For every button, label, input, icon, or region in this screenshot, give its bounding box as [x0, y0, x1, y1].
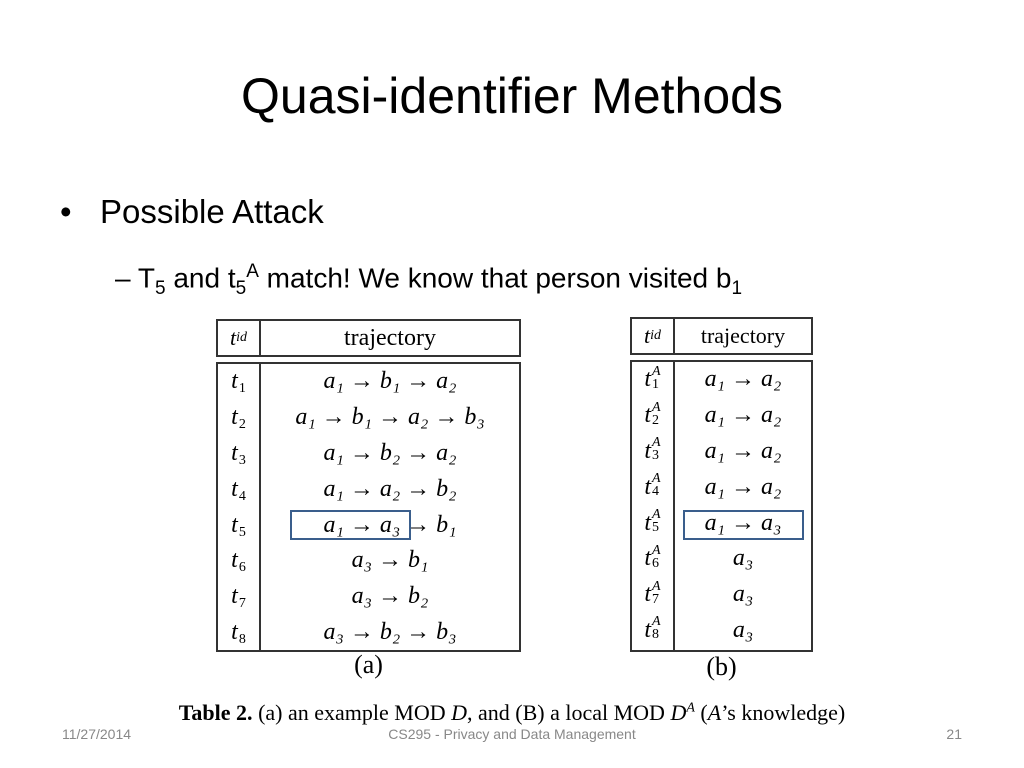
table-a-row-trajectory: a₃ → b₁	[351, 547, 429, 574]
table-caption-text3: (	[700, 700, 708, 725]
bullet-possible-attack: • Possible Attack	[60, 190, 324, 234]
bullet-dot: •	[60, 193, 72, 230]
footer-page-number: 21	[946, 726, 962, 742]
table-a-label: (a)	[354, 650, 383, 679]
and-word: and	[173, 262, 221, 294]
footer-course: CS295 - Privacy and Data Management	[388, 726, 636, 742]
table-b-row-trajectory: a₁ → a₃	[704, 509, 782, 536]
table-b-highlight	[683, 510, 804, 540]
t-lower-sup: A	[246, 261, 259, 282]
table-b-row-trajectory: a₃	[732, 545, 754, 572]
table-a-trajectory-column: a₁ → b₁ → a₂ a₁ → b₁ → a₂ → b₃ a₁ → b₂ → a…	[261, 364, 519, 650]
table-caption-text4: ’s knowledge)	[721, 700, 846, 725]
table-a-row-trajectory: a₃ → b₂ → b₃	[323, 618, 457, 645]
table-a-row-trajectory: a₃ → b₂	[351, 583, 429, 610]
table-caption-d1: D	[451, 700, 467, 725]
table-b-row-trajectory: a₁ → a₂	[704, 366, 782, 393]
t-upper-sub: 5	[154, 277, 166, 299]
sub-bullet-match: – T5 and t5A match! We know that person …	[115, 252, 742, 309]
table-caption-bold: Table 2.	[178, 700, 253, 725]
table-a-row-trajectory: a₁ → b₁ → a₂ → b₃	[295, 404, 485, 431]
table-a-highlight	[290, 510, 411, 540]
table-a-header-trajectory: trajectory	[344, 324, 436, 351]
table-b-row-trajectory: a₁ → a₂	[704, 402, 782, 429]
table-caption-a: A	[707, 700, 722, 725]
table-b-row-trajectory: a₃	[732, 616, 754, 643]
table-a-row-trajectory: a₁ → b₁ → a₂	[323, 368, 457, 395]
table-caption-text1: (a) an example MOD	[258, 700, 446, 725]
table-a-row-trajectory: a₁ → a₃ → b₁	[323, 511, 457, 538]
footer-date: 11/27/2014	[62, 726, 132, 742]
t-lower: t	[227, 262, 236, 294]
table-caption-text2: , and (B) a local MOD	[467, 700, 665, 725]
table-caption-d2: D	[670, 700, 687, 725]
table-b-trajectory-column: a₁ → a₂ a₁ → a₂ a₁ → a₂ a₁ → a₂ a₁ → a₃ a₃ a₃ a…	[675, 362, 811, 650]
table-caption: Table 2. (a) an example MOD D, and (B) a…	[0, 700, 1024, 726]
bullet-text: Possible Attack	[100, 193, 324, 230]
table-b-row-trajectory: a₁ → a₂	[704, 437, 782, 464]
table-a-row-trajectory: a₁ → b₂ → a₂	[323, 439, 457, 466]
table-a-row-trajectory: a₁ → a₂ → b₂	[323, 475, 457, 502]
table-b-header-trajectory: trajectory	[700, 323, 786, 348]
table-b-row-trajectory: a₁ → a₂	[704, 473, 782, 500]
table-caption-d2-sup: A	[686, 700, 695, 716]
table-b-row-trajectory: a₃	[732, 581, 754, 608]
sub-bullet-dash: –	[115, 262, 131, 294]
sub-bullet-rest: match! We know that person visited b	[266, 262, 732, 294]
t-lower-sub: 5	[235, 277, 247, 299]
slide-title: Quasi-identifier Methods	[241, 68, 783, 124]
rest-sub: 1	[731, 277, 743, 299]
table-b-label: (b)	[706, 652, 737, 681]
t-upper: T	[137, 262, 155, 294]
